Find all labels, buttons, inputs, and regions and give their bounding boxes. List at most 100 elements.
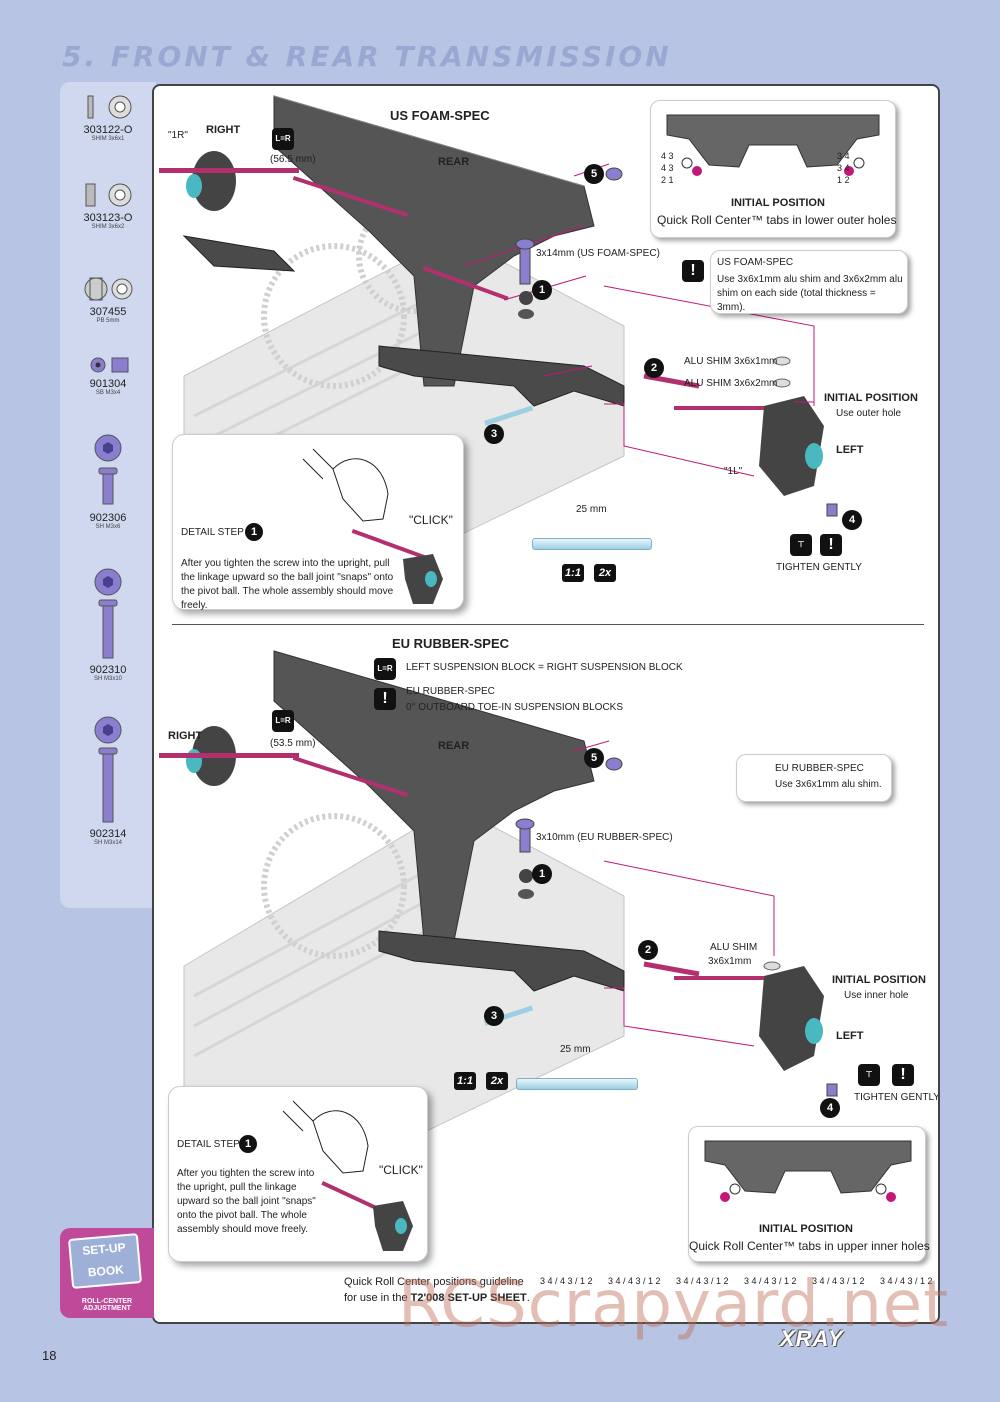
shim-icon <box>85 183 132 207</box>
guideline-cell: 3 4 / 4 3 / 1 2 <box>540 1276 593 1286</box>
part-code: 901304 <box>89 378 127 390</box>
roll-left-bot: 2 1 <box>661 175 674 185</box>
us-detail-step: DETAIL STEP 1 "CLICK" After you tighten … <box>172 434 464 611</box>
hand-illustration <box>302 448 443 604</box>
us-detail-text: After you tighten the screw into the upr… <box>181 558 394 611</box>
roll-center-plate-icon <box>666 114 880 176</box>
step-5-badge: 5 <box>584 164 604 184</box>
step-2-badge: 2 <box>638 940 658 960</box>
eu-note-title: EU RUBBER-SPEC <box>775 763 864 774</box>
eu-shim-label: ALU SHIM <box>710 942 758 953</box>
guideline-pre: for use in the <box>344 1292 408 1304</box>
detail-step-badge: 1 <box>239 1135 257 1153</box>
us-title: US FOAM-SPEC <box>390 108 490 123</box>
step-5-badge: 5 <box>584 748 604 768</box>
roll-right-bot: 1 2 <box>837 175 850 185</box>
part-307455: 307455 PB 5mm <box>60 274 156 324</box>
part-desc: SB M3x4 <box>95 390 121 396</box>
pivot-ball-icon <box>84 277 133 301</box>
eu-spec-note: EU RUBBER-SPEC Use 3x6x1mm alu shim. <box>736 754 892 802</box>
eu-rod-length: 25 mm <box>560 1044 591 1055</box>
eu-length: (53.5 mm) <box>270 738 316 749</box>
part-desc: PB 5mm <box>96 318 120 324</box>
guideline-cell: 3 4 / 4 3 / 1 2 <box>812 1276 865 1286</box>
us-1r-label: "1R" <box>168 130 188 141</box>
part-902314: 902314 SH M3x14 <box>60 716 156 846</box>
set-screw-icon <box>90 357 129 373</box>
us-initial-sub: Use outer hole <box>836 408 902 419</box>
warning-icon: ! <box>374 688 396 710</box>
us-note-body: Use 3x6x1mm alu shim and 3x6x2mm alu shi… <box>717 274 903 313</box>
us-rod-length: 25 mm <box>576 504 607 515</box>
eu-rear-label: REAR <box>438 740 470 752</box>
lr-icon: L=R <box>272 128 294 150</box>
guideline-post: . <box>526 1292 530 1304</box>
step-4-badge: 4 <box>820 1098 840 1118</box>
brand-logo: XRAY <box>780 1326 844 1351</box>
eu-detail-text: After you tighten the screw into the upr… <box>177 1168 316 1235</box>
eu-right-label: RIGHT <box>168 730 203 742</box>
us-1l-label: "1L" <box>724 466 743 477</box>
us-roll-center-callout: 4 3 4 3 2 1 3 4 3 4 1 2 INITIAL POSITION… <box>650 100 896 238</box>
part-303123: 303123-O SHIM 3x6x2 <box>60 180 156 230</box>
eu-initial-title: INITIAL POSITION <box>832 974 926 986</box>
us-length: (56.5 mm) <box>270 154 316 165</box>
us-right-label: RIGHT <box>206 124 241 136</box>
us-rear-label: REAR <box>438 156 470 168</box>
us-hub-right <box>159 151 299 211</box>
eu-shock-tower <box>273 650 595 942</box>
scale-1-1-icon: 1:1 <box>454 1072 476 1090</box>
us-initial-title: INITIAL POSITION <box>824 392 918 404</box>
eu-tighten-label: TIGHTEN GENTLY <box>854 1092 940 1103</box>
step-1-badge: 1 <box>532 864 552 884</box>
scale-1-1-icon: 1:1 <box>562 564 584 582</box>
eu-title: EU RUBBER-SPEC <box>392 636 510 651</box>
part-desc: SH M3x6 <box>95 524 121 530</box>
warning-icon: ! <box>820 534 842 556</box>
lr-icon: L=R <box>272 710 294 732</box>
us-screw-label: 3x14mm (US FOAM-SPEC) <box>536 248 660 259</box>
step-2-badge: 2 <box>644 358 664 378</box>
parts-sidebar: 303122-O SHIM 3x6x1 303123-O SHIM 3x6x2 … <box>60 82 156 908</box>
eu-roll-center-callout: INITIAL POSITION Quick Roll Center™ tabs… <box>688 1126 930 1262</box>
us-left-label: LEFT <box>836 444 864 456</box>
lr-icon: L=R <box>374 658 396 680</box>
eu-shim-size: 3x6x1mm <box>708 956 752 967</box>
roll-left-top: 4 3 <box>661 151 674 161</box>
screwdriver-icon: ⊤ <box>790 534 812 556</box>
part-code: 307455 <box>89 306 127 318</box>
eu-spec-note-body: 0° OUTBOARD TOE-IN SUSPENSION BLOCKS <box>406 702 624 713</box>
screw-icon <box>94 568 122 659</box>
warning-icon: ! <box>682 260 704 282</box>
setup-book-tab[interactable]: SET-UP BOOK ROLL-CENTER ADJUSTMENT <box>60 1228 154 1318</box>
screwdriver-icon: ⊤ <box>858 1064 880 1086</box>
us-detail-label: DETAIL STEP <box>181 527 244 538</box>
guideline-line2: for use in the T2'008 SET-UP SHEET. <box>344 1292 530 1304</box>
section-title: 5. FRONT & REAR TRANSMISSION <box>62 40 672 73</box>
instruction-panel: US FOAM-SPEC "1R" RIGHT L=R (56.5 mm) RE… <box>152 84 940 1324</box>
part-901304: 901304 SB M3x4 <box>60 354 156 396</box>
watermark: RCScrapyard.net <box>398 1268 950 1342</box>
us-roll-title: INITIAL POSITION <box>731 197 825 209</box>
part-902310: 902310 SH M3x10 <box>60 568 156 682</box>
part-code: 303123-O <box>83 212 133 224</box>
eu-lr-note: LEFT SUSPENSION BLOCK = RIGHT SUSPENSION… <box>406 662 683 673</box>
us-roll-text: Quick Roll Center™ tabs in lower outer h… <box>657 213 897 227</box>
guideline-cell: 3 4 / 4 3 / 1 2 <box>744 1276 797 1286</box>
eu-rod-drawing <box>516 1078 638 1090</box>
roll-left-mid: 4 3 <box>661 163 674 173</box>
part-902306: 902306 SH M3x6 <box>60 434 156 530</box>
screw-icon <box>94 716 122 823</box>
hand-illustration <box>282 1100 413 1251</box>
section-divider <box>172 624 924 625</box>
eu-initial-sub: Use inner hole <box>844 990 909 1001</box>
step-1-badge: 1 <box>532 280 552 300</box>
roll-center-plate-icon <box>704 1140 912 1202</box>
us-tighten-label: TIGHTEN GENTLY <box>776 562 862 573</box>
warning-icon: ! <box>892 1064 914 1086</box>
us-spec-note: US FOAM-SPEC Use 3x6x1mm alu shim and 3x… <box>710 250 908 314</box>
setup-book-caption: ROLL-CENTER ADJUSTMENT <box>81 1298 133 1312</box>
eu-hub-right <box>159 726 299 786</box>
us-shim2-label: ALU SHIM 3x6x2mm <box>684 378 778 389</box>
eu-click-label: "CLICK" <box>379 1163 423 1177</box>
